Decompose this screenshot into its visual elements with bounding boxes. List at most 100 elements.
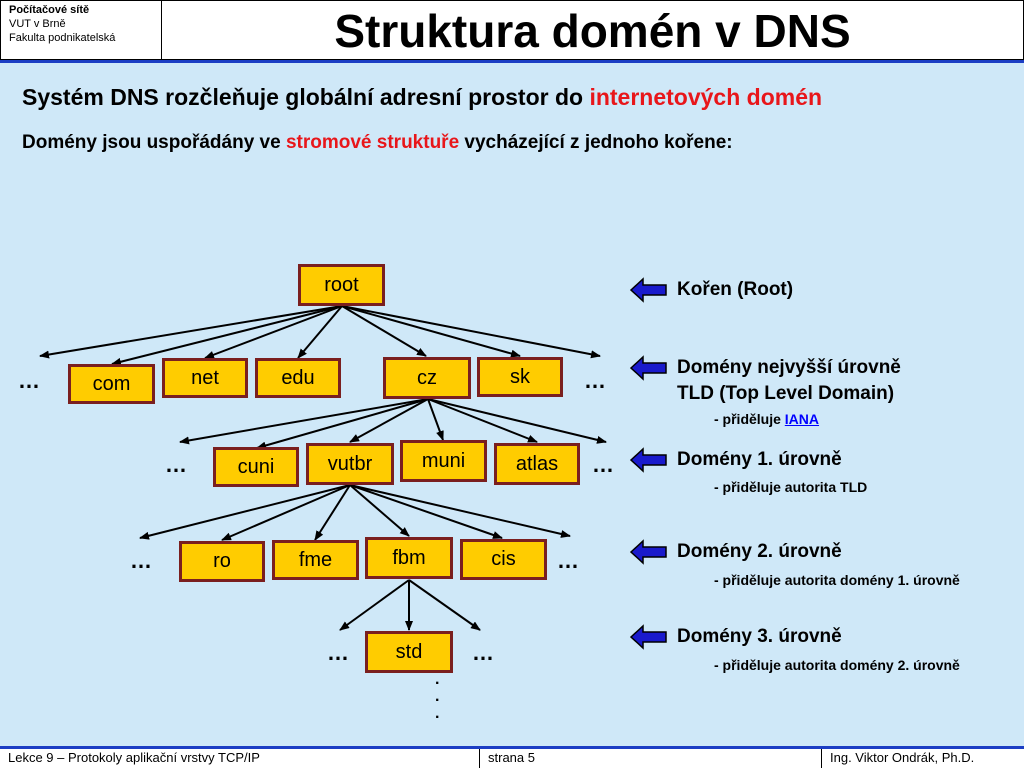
node-label: edu (281, 367, 315, 389)
left-arrow-icon (630, 355, 667, 381)
continuation-dot: . (435, 671, 440, 688)
node-root-label: root (324, 274, 359, 296)
node-label: std (395, 641, 423, 663)
ellipsis-tld-right: … (584, 368, 607, 393)
course-info-box: Počítačové sítě VUT v Brně Fakulta podni… (0, 0, 162, 60)
ellipsis-l3-right: … (472, 640, 495, 665)
edge-root-cz (341, 305, 427, 357)
edge-root-right (341, 305, 601, 359)
slide-header: Počítačové sítě VUT v Brně Fakulta podni… (0, 0, 1024, 63)
node-l2-ro: ro (179, 541, 265, 582)
edge-cz-atlas (427, 398, 538, 443)
ellipsis-l1-left: … (165, 452, 188, 477)
edge-vutbr-right (349, 484, 571, 538)
legend-tld-line2: TLD (Top Level Domain) (677, 383, 895, 404)
node-tld-net: net (162, 358, 248, 398)
node-tld-sk: sk (477, 357, 563, 397)
edge-root-com (111, 305, 343, 366)
intro-line-2-text-b: vycházející z jednoho kořene: (459, 132, 733, 153)
ellipsis-l2-left: … (130, 548, 153, 573)
edge-root-edu (297, 305, 343, 359)
footer-page: strana 5 (480, 749, 822, 768)
edge-cz-left (179, 398, 429, 445)
left-arrow-icon (630, 624, 667, 650)
intro-line-2: Domény jsou uspořádány ve stromové struk… (22, 132, 733, 154)
legend-level1-note: - přiděluje autorita TLD (714, 479, 868, 495)
node-label: vutbr (327, 453, 373, 475)
legend-root: Kořen (Root) (630, 277, 1024, 307)
ellipsis-tld-left: … (18, 368, 41, 393)
node-label: cz (417, 367, 437, 389)
node-label: fbm (392, 547, 426, 569)
node-label: net (191, 367, 219, 389)
intro-line-1-highlight: internetových domén (589, 84, 823, 110)
course-name: Počítačové sítě (9, 4, 90, 16)
node-label: ro (213, 550, 231, 572)
legend-tld-note: - přiděluje IANA (714, 411, 819, 427)
footer-lecture: Lekce 9 – Protokoly aplikační vrstvy TCP… (0, 749, 480, 768)
edge-vutbr-left (139, 484, 351, 540)
node-label: sk (510, 366, 530, 388)
node-label: cis (491, 548, 516, 570)
node-tld-cz: cz (383, 357, 471, 399)
legend-tld: Domény nejvyšší úrovně TLD (Top Level Do… (630, 355, 1024, 435)
iana-link[interactable]: IANA (784, 411, 820, 427)
node-l1-vutbr: vutbr (306, 443, 394, 485)
legend-level3-label: Domény 3. úrovně (677, 626, 842, 647)
node-l2-fme: fme (272, 540, 359, 580)
node-l2-fbm: fbm (365, 537, 453, 579)
edge-cz-right (427, 398, 607, 444)
ellipsis-l3-left: … (327, 640, 350, 665)
left-arrow-icon (630, 447, 667, 473)
edge-vutbr-fbm (349, 484, 410, 537)
edge-vutbr-cis (349, 484, 503, 539)
legend-level3-note: - přiděluje autorita domény 2. úrovně (714, 657, 960, 673)
edge-vutbr-fme (314, 484, 351, 541)
slide-footer: Lekce 9 – Protokoly aplikační vrstvy TCP… (0, 746, 1024, 768)
legend-level2-label: Domény 2. úrovně (677, 541, 842, 562)
node-l1-muni: muni (400, 440, 487, 482)
edge-fbm-left (339, 579, 410, 631)
edge-cz-vutbr (349, 398, 429, 443)
edge-vutbr-ro (221, 484, 351, 541)
legend-level3: Domény 3. úrovně - přiděluje autorita do… (630, 624, 1024, 674)
continuation-dot: . (435, 705, 440, 722)
legend-tld-note-text: - přiděluje (714, 411, 785, 427)
legend-level2-note: - přiděluje autorita domény 1. úrovně (714, 572, 960, 588)
legend-tld-label: Domény nejvyšší úrovně TLD (Top Level Do… (677, 355, 901, 407)
node-l3-std: std (365, 631, 453, 673)
faculty-name: Fakulta podnikatelská (9, 32, 116, 44)
legend-level2: Domény 2. úrovně - přiděluje autorita do… (630, 539, 1024, 589)
node-tld-com: com (68, 364, 155, 404)
node-label: muni (421, 450, 466, 472)
ellipsis-l1-right: … (592, 452, 615, 477)
edge-root-net (204, 305, 343, 359)
edge-cz-cuni (256, 398, 429, 450)
slide-title: Struktura domén v DNS (162, 0, 1024, 60)
node-tld-edu: edu (255, 358, 341, 398)
node-label: fme (298, 549, 333, 571)
edge-fbm-right (408, 579, 481, 631)
ellipsis-l2-right: … (557, 548, 580, 573)
node-l1-cuni: cuni (213, 447, 299, 487)
legend-tld-line1: Domény nejvyšší úrovně (677, 357, 901, 378)
left-arrow-icon (630, 539, 667, 565)
edge-root-sk (341, 305, 521, 358)
left-arrow-icon (630, 277, 667, 303)
node-root: root (298, 264, 385, 306)
intro-line-1-text: Systém DNS rozčleňuje globální adresní p… (22, 84, 590, 110)
intro-line-1: Systém DNS rozčleňuje globální adresní p… (22, 84, 822, 111)
edge-root-left (39, 305, 343, 359)
node-l1-atlas: atlas (494, 443, 580, 485)
intro-line-2-highlight: stromové struktuře (285, 132, 460, 153)
continuation-dot: . (435, 688, 440, 705)
legend-level1-label: Domény 1. úrovně (677, 449, 842, 470)
node-label: cuni (237, 456, 275, 478)
edge-cz-muni (427, 398, 444, 441)
node-label: atlas (515, 453, 559, 475)
intro-line-2-text-a: Domény jsou uspořádány ve (22, 132, 286, 153)
node-label: com (92, 373, 131, 395)
footer-author: Ing. Viktor Ondrák, Ph.D. (830, 750, 975, 765)
legend-level1: Domény 1. úrovně - přiděluje autorita TL… (630, 447, 1024, 497)
